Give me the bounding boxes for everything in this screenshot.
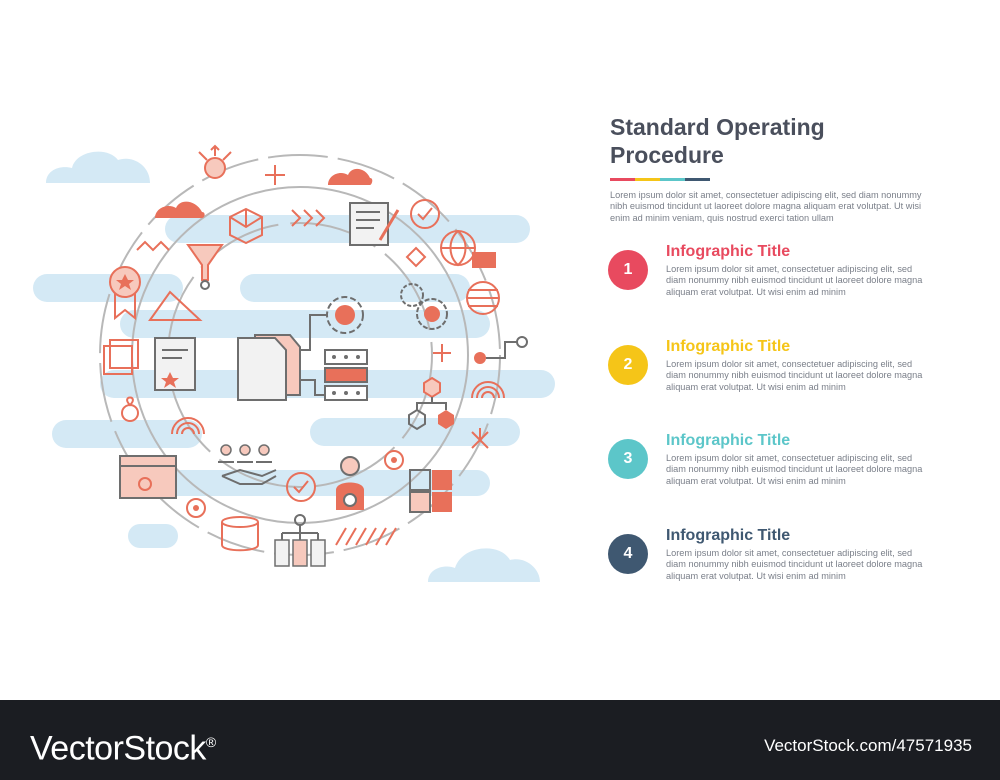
target-icon [384,450,404,470]
funnel-icon [186,244,224,290]
cloud-icon [155,201,205,218]
watermark-brand-text: VectorStock [30,729,206,768]
chevrons-icon [291,209,326,227]
step-description: Lorem ipsum dolor sit amet, consectetuer… [666,264,923,297]
layers-icon [103,339,139,375]
document-icon [237,334,301,401]
step-item-2: 2 Infographic Title Lorem ipsum dolor si… [608,337,988,397]
target-icon [186,498,206,518]
hierarchy-icon [274,514,326,567]
puzzle-icon [409,469,452,513]
checkmark-icon [410,199,440,229]
watermark-bar: VectorStock® VectorStock.com/47571935 [0,700,1000,780]
step-description: Lorem ipsum dolor sit amet, consectetuer… [666,453,923,486]
step-number-badge: 4 [608,534,648,574]
team-icon [218,444,272,463]
server-icon [324,349,368,401]
color-bar-yellow [635,178,660,181]
title-block: Standard Operating Procedure Lorem ipsum… [610,113,990,224]
cube-icon [229,207,263,245]
intro-paragraph: Lorem ipsum dolor sit amet, consectetuer… [610,190,922,223]
background-bands [33,215,555,548]
step-title: Infographic Title [666,432,791,449]
worker-icon [336,456,364,510]
rainbow-icon [471,381,505,399]
award-icon [109,266,141,321]
step-item-4: 4 Infographic Title Lorem ipsum dolor si… [608,526,988,586]
color-bar-teal [660,178,685,181]
flow-icon [474,336,528,364]
color-bar-navy [685,178,710,181]
step-title: Infographic Title [666,338,791,355]
database-icon [221,516,259,552]
watermark-brand: VectorStock® [30,722,216,768]
rating-doc-icon [154,337,196,391]
arrows-gear-icon [198,144,232,179]
gears-icon [400,283,448,330]
step-title: Infographic Title [666,243,791,260]
plus-icon [265,165,285,185]
contract-icon [349,202,400,246]
handshake-icon [221,468,277,485]
step-description: Lorem ipsum dolor sit amet, consectetuer… [666,359,923,392]
zigzag-icon [136,240,170,252]
cloud-icon [328,168,373,185]
sop-illustration [33,144,555,582]
step-number-badge: 1 [608,250,648,290]
page-title: Standard Operating Procedure [610,114,825,168]
watermark-id: VectorStock.com/47571935 [764,736,972,755]
checkmark-icon [286,472,316,502]
diamond-icon [405,246,427,268]
connector-lines [300,314,327,396]
stripes-icon [335,527,397,546]
step-title: Infographic Title [666,527,791,544]
browser-tools-icon [119,455,177,499]
step-number-badge: 2 [608,345,648,385]
hierarchy-icon [408,376,454,431]
flower-icon [121,396,139,423]
step-description: Lorem ipsum dolor sit amet, consectetuer… [666,548,923,581]
step-number-badge: 3 [608,439,648,479]
striped-ball-icon [466,281,500,315]
step-item-1: 1 Infographic Title Lorem ipsum dolor si… [608,242,988,302]
rainbow-icon [171,417,205,435]
color-bar [610,178,710,181]
triangle-icon [148,290,203,321]
infographic-canvas: Standard Operating Procedure Lorem ipsum… [33,113,990,586]
color-bar-red [610,178,635,181]
registered-mark: ® [205,734,216,750]
cloud-icon [46,151,540,582]
step-item-3: 3 Infographic Title Lorem ipsum dolor si… [608,431,988,491]
plus-icon [433,344,451,362]
globe-icon [440,230,496,268]
burst-icon [471,428,489,449]
